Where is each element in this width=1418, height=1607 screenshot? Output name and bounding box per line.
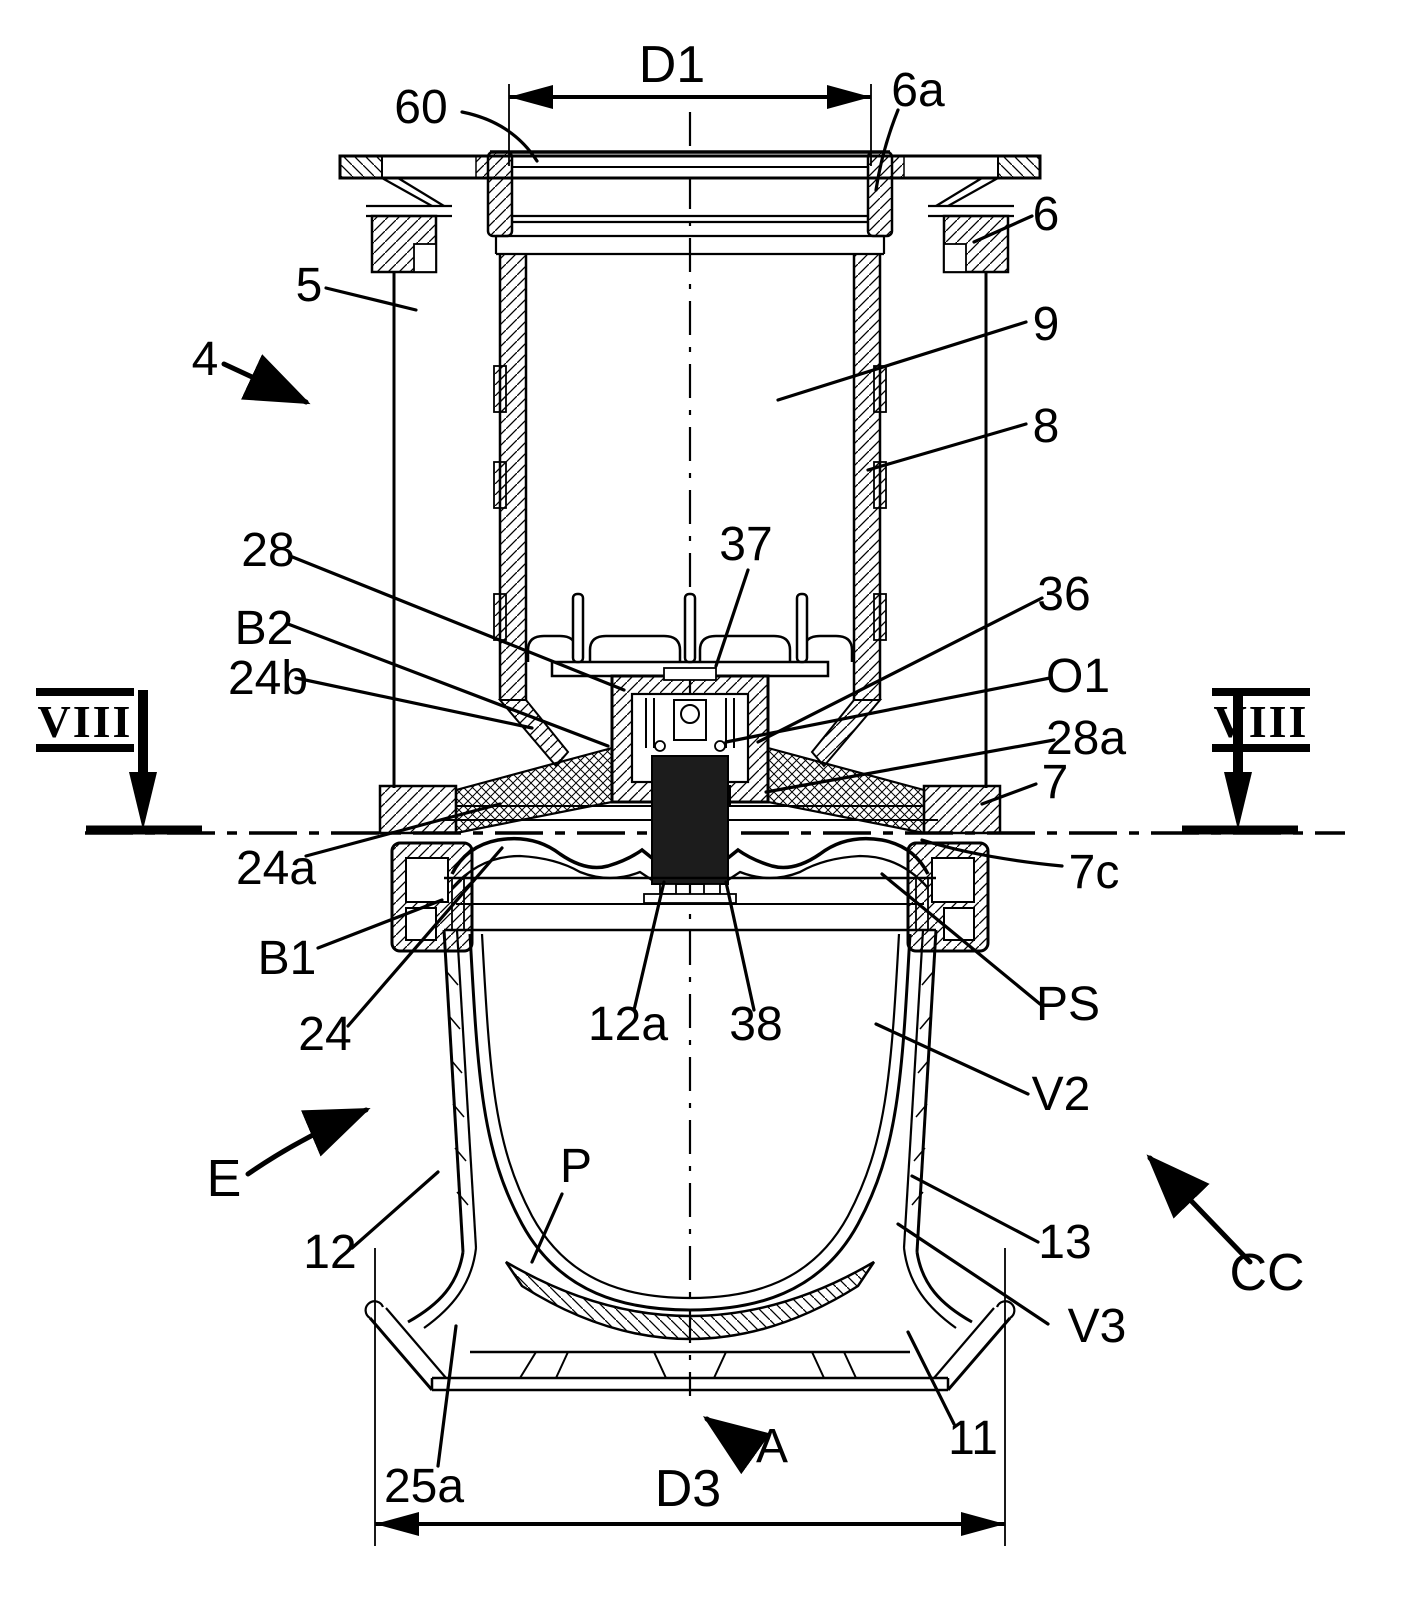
label-b1: B1 xyxy=(258,932,317,985)
dimension-d1 xyxy=(508,84,872,166)
label-7c: 7c xyxy=(1069,846,1120,899)
label-v3: V3 xyxy=(1068,1300,1127,1353)
label-38: 38 xyxy=(729,998,782,1051)
label-4: 4 xyxy=(192,333,219,386)
d3-arrowhead-right xyxy=(961,1512,1005,1536)
label-24b: 24b xyxy=(228,652,308,705)
top-cup xyxy=(486,150,894,256)
pedestal-base xyxy=(364,1260,1016,1392)
bowl-floor-band xyxy=(504,1260,876,1341)
label-5: 5 xyxy=(296,259,323,312)
label-24: 24 xyxy=(298,1008,351,1061)
label-8: 8 xyxy=(1033,400,1060,453)
label-9: 9 xyxy=(1033,298,1060,351)
label-13: 13 xyxy=(1038,1216,1091,1269)
label-b2: B2 xyxy=(235,602,294,655)
label-d3: D3 xyxy=(655,1460,721,1518)
label-ps: PS xyxy=(1036,978,1100,1031)
label-a: A xyxy=(756,1420,788,1473)
label-12: 12 xyxy=(303,1226,356,1279)
reference-labels: D1 60 6a 6 5 4 9 8 28 B2 24b 37 36 O1 28… xyxy=(192,36,1305,1518)
guide-pin-left xyxy=(571,592,585,664)
section-marker-viii-left: VIII xyxy=(36,688,202,835)
arrow-a xyxy=(702,1416,771,1475)
inner-vessel-wall xyxy=(493,254,887,768)
label-e: E xyxy=(207,1150,242,1208)
leader-lines xyxy=(221,108,1253,1475)
label-7: 7 xyxy=(1042,756,1069,809)
label-o1: O1 xyxy=(1046,650,1110,703)
guide-pin-right xyxy=(795,592,809,664)
section-marker-viii-right: VIII xyxy=(1182,688,1310,835)
d1-arrowhead-left xyxy=(509,85,553,109)
inner-pocket-inner xyxy=(480,933,901,1300)
arrow-e xyxy=(245,1107,371,1177)
flange-assembly xyxy=(338,154,1042,274)
outer-wall-foot-right xyxy=(922,784,1002,835)
label-cc: CC xyxy=(1229,1244,1304,1302)
label-28: 28 xyxy=(241,524,294,577)
label-28a: 28a xyxy=(1046,712,1126,765)
valve-mechanism xyxy=(454,592,926,904)
label-d1: D1 xyxy=(639,36,705,94)
flange-hatched-end-right xyxy=(997,155,1041,179)
label-25a: 25a xyxy=(384,1460,464,1513)
label-6a: 6a xyxy=(891,64,945,117)
viii-left-label: VIII xyxy=(38,696,133,747)
label-60: 60 xyxy=(394,81,447,134)
arrow-cc xyxy=(1146,1154,1253,1265)
arrow-4 xyxy=(221,354,311,405)
bowl-assembly xyxy=(407,929,973,1329)
viii-right-label: VIII xyxy=(1214,696,1309,747)
d1-arrowhead-right xyxy=(827,85,871,109)
label-36: 36 xyxy=(1037,568,1090,621)
label-p: P xyxy=(560,1140,592,1193)
guide-pin-center xyxy=(683,592,697,664)
dimension-d3 xyxy=(374,1248,1006,1546)
inner-pocket-outer xyxy=(468,933,912,1312)
d3-arrowhead-left xyxy=(375,1512,419,1536)
label-24a: 24a xyxy=(236,842,316,895)
flange-hatched-end-left xyxy=(339,155,383,179)
label-37: 37 xyxy=(719,518,772,571)
label-11: 11 xyxy=(948,1412,998,1465)
label-v2: V2 xyxy=(1032,1068,1091,1121)
label-6: 6 xyxy=(1033,188,1060,241)
label-12a: 12a xyxy=(588,998,668,1051)
valve-stem-dark xyxy=(651,755,729,885)
